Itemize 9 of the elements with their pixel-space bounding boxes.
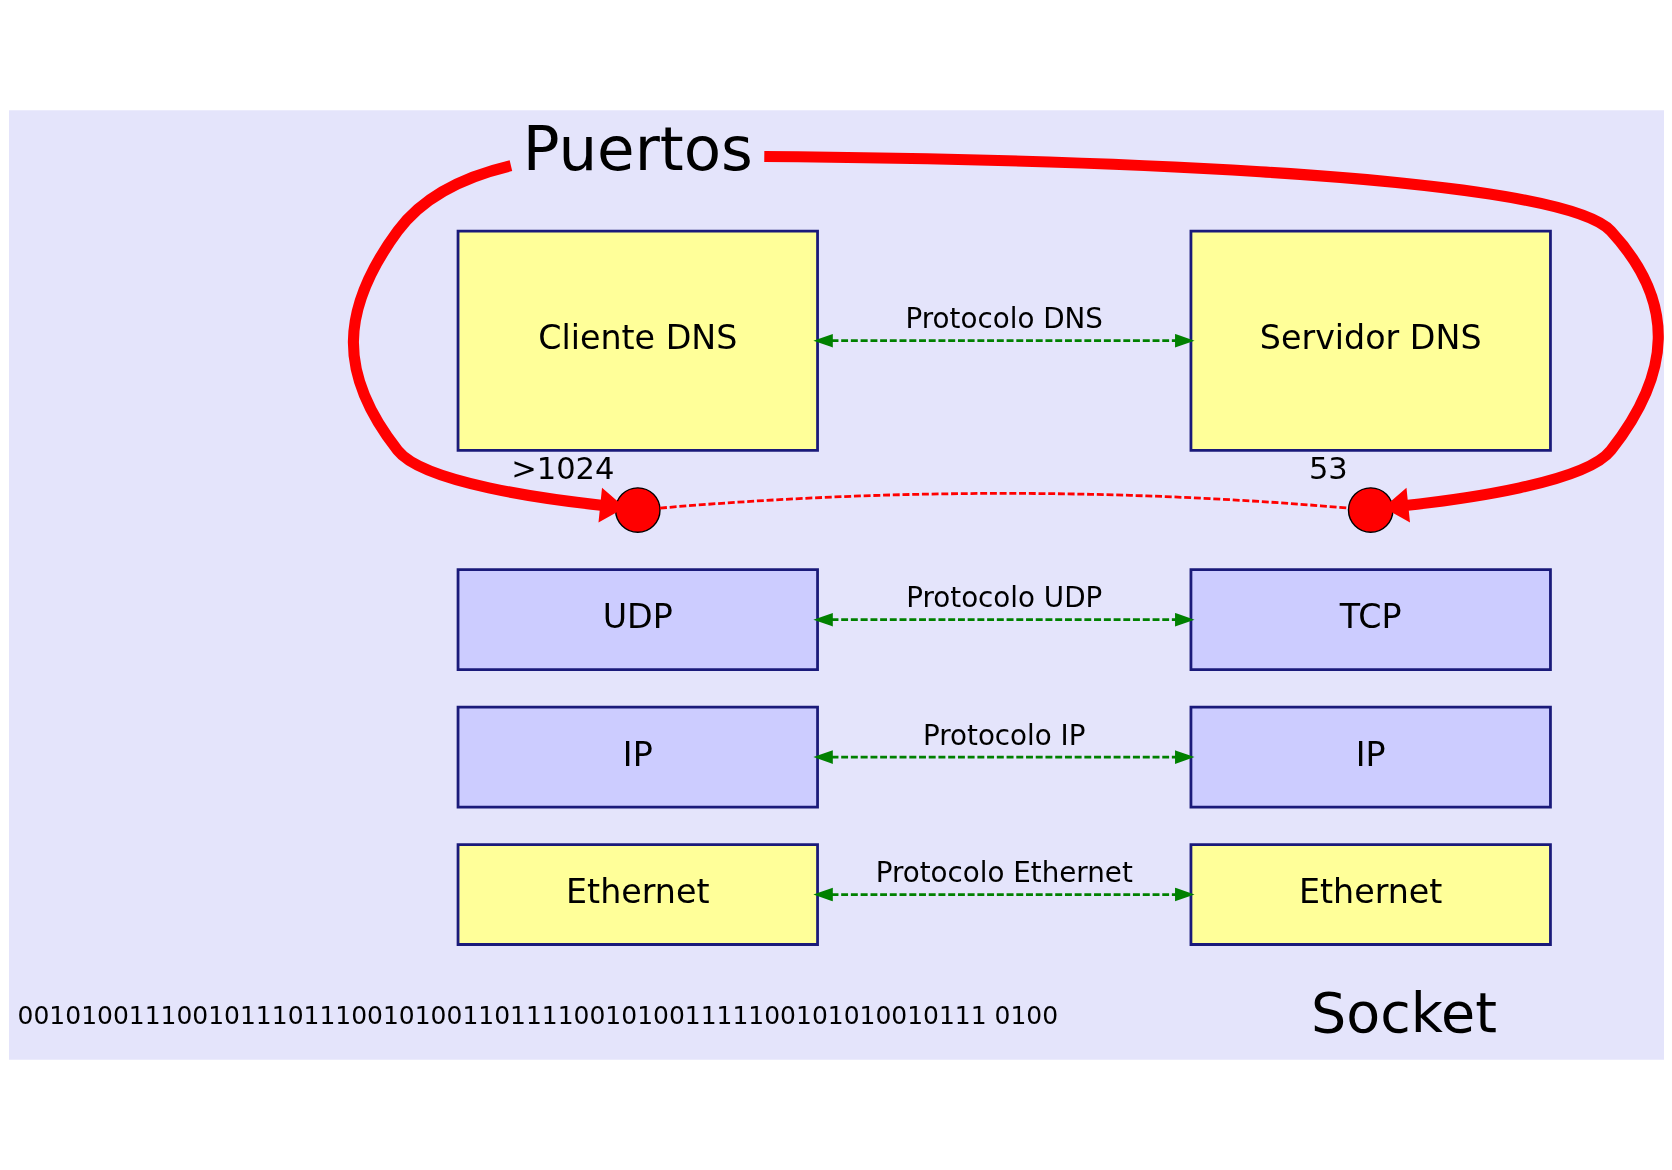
edge-label: Protocolo IP: [922, 718, 1086, 752]
node-text: Puertos: [522, 113, 753, 185]
node-label: 53: [1308, 450, 1348, 486]
edge-label: Protocolo Ethernet: [875, 856, 1133, 890]
node-label: >1024: [510, 450, 614, 486]
label: 0010100111001011101110010100110111100101001111100101010010111 0100: [17, 1001, 1058, 1031]
label: Socket: [1310, 979, 1497, 1045]
edge-label: Protocolo UDP: [905, 581, 1102, 615]
edge-label: Protocolo DNS: [905, 302, 1103, 336]
